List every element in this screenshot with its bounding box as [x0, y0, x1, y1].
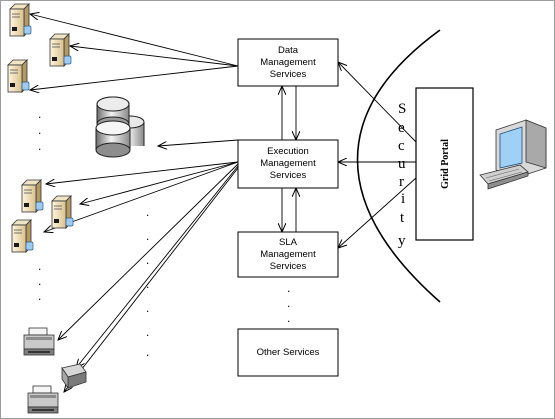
- server-icon: [9, 3, 32, 37]
- exec-to-printer-2-line: [64, 167, 239, 392]
- ellipsis-dot: .: [287, 296, 290, 310]
- exec-to-scanner-line: [76, 165, 239, 368]
- security-letter: S: [398, 101, 406, 117]
- server-icon-group-top: [7, 3, 72, 93]
- ellipsis-dot: .: [146, 277, 149, 291]
- grid-portal-box: Grid Portal: [415, 87, 474, 241]
- service-label-line: Other Services: [257, 347, 320, 358]
- security-letter: u: [398, 156, 406, 172]
- service-label-line: Services: [270, 261, 307, 272]
- ellipsis-dot: .: [146, 205, 149, 219]
- scanner-icon: [61, 363, 87, 390]
- security-letter: i: [401, 191, 405, 207]
- exec-to-server-b-line: [80, 161, 239, 204]
- service-label-line: SLA: [279, 237, 298, 248]
- continuation-dots: . . . . . . . . . . . . . . . .: [38, 107, 290, 359]
- printer-icon: [27, 385, 59, 414]
- sla-management-services-box: SLA Management Services: [237, 231, 339, 278]
- printer-icon: [23, 327, 55, 356]
- other-services-box: Other Services: [237, 328, 339, 377]
- ellipsis-dot: .: [287, 311, 290, 325]
- grid-portal-label: Grid Portal: [440, 139, 451, 189]
- exec-to-server-a-line: [46, 161, 239, 184]
- data-to-server-1-line: [30, 14, 239, 67]
- ellipsis-dot: .: [38, 289, 41, 303]
- ellipsis-dot: .: [146, 301, 149, 315]
- server-icon: [7, 59, 30, 93]
- security-letter: t: [400, 210, 405, 226]
- ellipsis-dot: .: [38, 274, 41, 288]
- database-icon: [95, 96, 145, 158]
- data-to-server-2-line: [70, 46, 239, 67]
- portal-to-data-line: [338, 62, 417, 143]
- ellipsis-dot: .: [38, 107, 41, 121]
- ellipsis-dot: .: [38, 259, 41, 273]
- ellipsis-dot: .: [146, 229, 149, 243]
- data-to-server-3-line: [30, 65, 239, 90]
- security-boundary-arc: [356, 29, 441, 303]
- server-icon: [21, 179, 44, 213]
- ellipsis-dot: .: [146, 325, 149, 339]
- security-letter: c: [398, 138, 405, 154]
- service-label-line: Execution: [267, 146, 309, 157]
- security-letter: y: [398, 233, 406, 249]
- ellipsis-dot: .: [146, 253, 149, 267]
- data-management-services-box: Data Management Services: [237, 38, 339, 87]
- desktop-computer-icon: [479, 119, 547, 190]
- server-icon: [11, 219, 34, 253]
- exec-to-printer-1-line: [58, 163, 239, 340]
- server-icon: [49, 33, 72, 67]
- service-label-line: Data: [278, 45, 299, 56]
- security-label: S e c u r i t y: [398, 101, 406, 249]
- security-letter: e: [398, 120, 405, 136]
- connection-lines: [30, 14, 417, 392]
- service-label-line: Management: [260, 57, 316, 68]
- service-label-line: Services: [270, 170, 307, 181]
- portal-to-sla-line: [338, 177, 417, 248]
- service-label-line: Services: [270, 69, 307, 80]
- ellipsis-dot: .: [38, 139, 41, 153]
- ellipsis-dot: .: [287, 281, 290, 295]
- service-label-line: Management: [260, 249, 316, 260]
- server-icon-group-middle: [11, 179, 74, 253]
- exec-to-server-c-line: [44, 161, 239, 232]
- service-label-line: Management: [260, 158, 316, 169]
- security-letter: r: [399, 174, 404, 190]
- exec-to-database-line: [158, 139, 239, 146]
- execution-management-services-box: Execution Management Services: [237, 139, 339, 189]
- server-icon: [51, 195, 74, 229]
- ellipsis-dot: .: [38, 123, 41, 137]
- ellipsis-dot: .: [146, 345, 149, 359]
